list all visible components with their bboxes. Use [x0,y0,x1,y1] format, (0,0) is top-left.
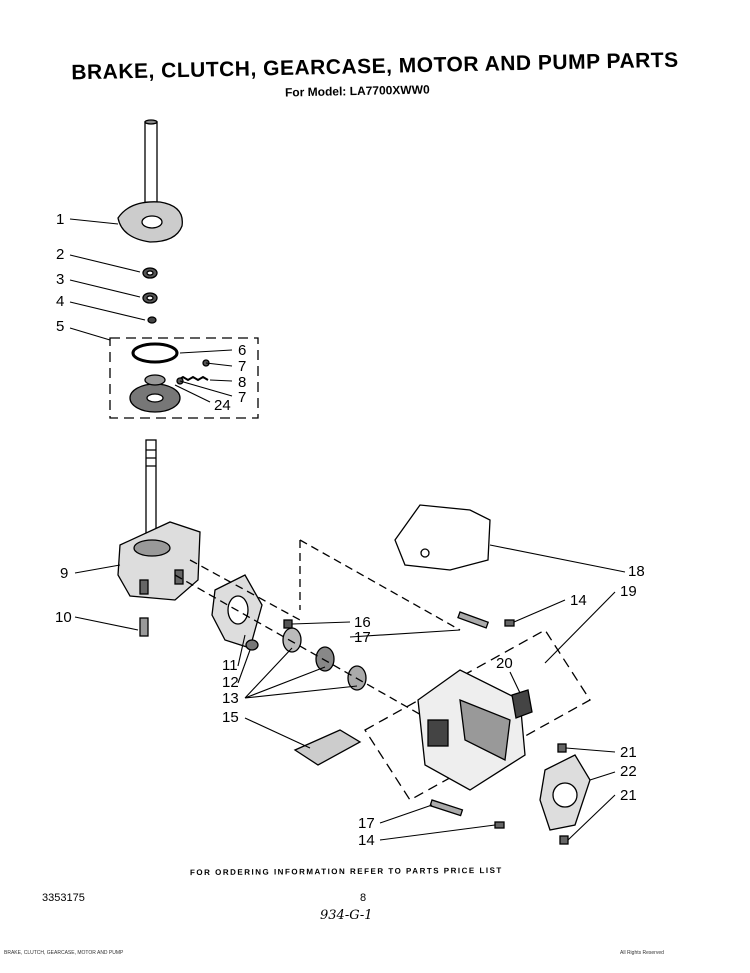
callout-2: 2 [56,246,64,263]
callout-18: 18 [628,563,645,580]
part-10-bolt [139,617,149,637]
part-19-motor-box [364,629,591,801]
callout-21a: 21 [620,744,637,761]
part-17-bar [429,799,464,817]
callout-13: 13 [222,690,239,707]
part-15-gasket [293,729,362,766]
part-16-pin [283,619,293,629]
callout-7a: 7 [238,358,246,375]
small-print-left: BRAKE, CLUTCH, GEARCASE, MOTOR AND PUMP [4,950,124,956]
callout-10: 10 [55,609,72,626]
part-9-gearcase [117,521,201,601]
callout-22: 22 [620,763,637,780]
callout-6: 6 [238,342,246,359]
callout-3: 3 [56,271,64,288]
callout-7b: 7 [238,389,246,406]
callout-15: 15 [222,709,239,726]
part-12-seal [245,639,259,651]
callout-24: 24 [214,397,231,414]
doc-number: 3353175 [42,892,85,904]
part-21-screw [557,743,567,753]
handwritten-note: 934-G-1 [320,908,373,923]
callout-8: 8 [238,374,246,391]
page-number: 8 [360,892,367,904]
callout-9: 9 [60,565,68,582]
callout-4: 4 [56,293,64,310]
callout-11: 11 [222,657,238,674]
callout-19: 19 [620,583,637,600]
callout-5: 5 [56,318,64,335]
drive-shaft [145,439,157,541]
callout-17b: 17 [358,815,375,832]
callout-21b: 21 [620,787,637,804]
part-14-screw [504,619,515,627]
callout-14a: 14 [570,592,587,609]
callout-12: 12 [222,674,239,691]
small-print-right: All Rights Reserved [620,950,664,956]
part-5-brake-assembly-box [109,337,259,419]
part-4-clip [147,316,157,324]
callout-14b: 14 [358,832,375,849]
callout-1: 1 [56,211,64,228]
part-20-switch [511,689,533,719]
callout-20: 20 [496,655,513,672]
part-8-spring [177,375,209,382]
callout-16: 16 [354,614,371,631]
callout-17a: 17 [354,629,371,646]
part-18-cover [394,504,491,571]
part-6-ring [131,342,179,364]
